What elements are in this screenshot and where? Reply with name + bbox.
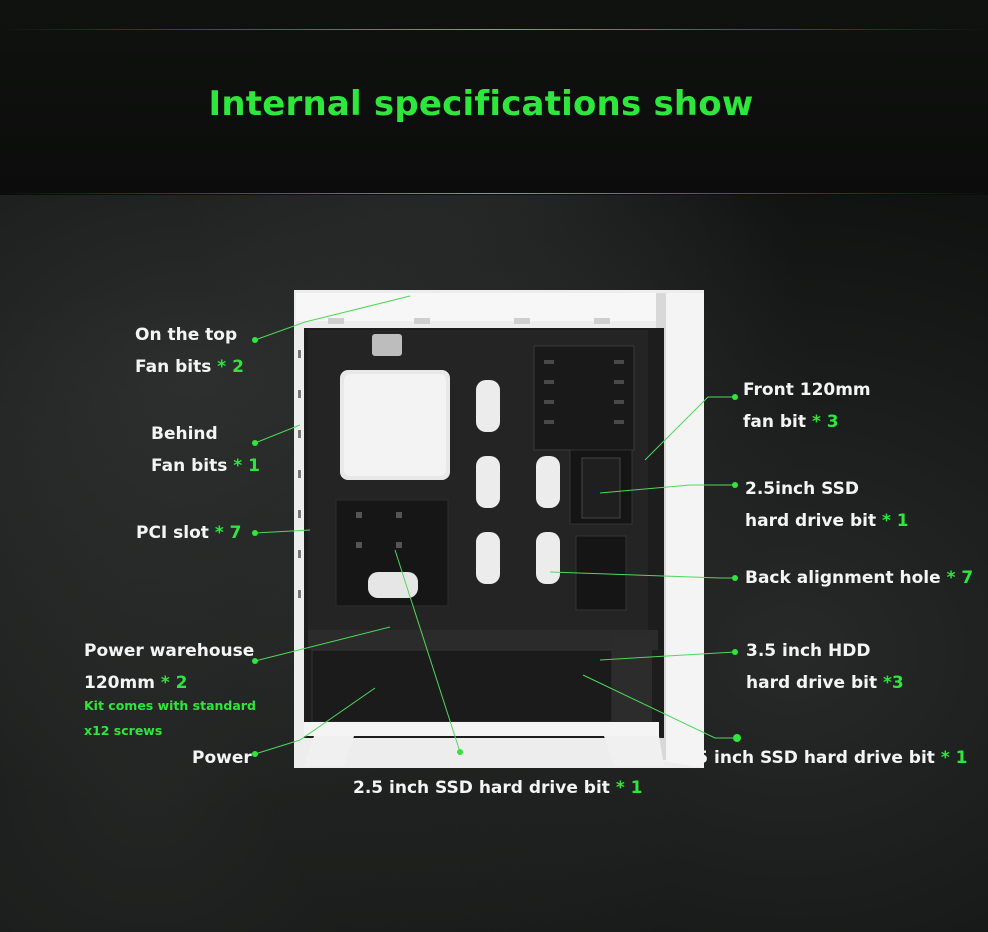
front-fan-label-line1: Front 120mm [743,380,871,400]
top-fan-label-line2: Fan bits * 2 [135,359,244,376]
power-label: Power [192,748,252,768]
hdd-label-line2: hard drive bit *3 [746,675,904,692]
ssd-bottom-text: 2.5 inch SSD hard drive bit [353,778,610,798]
ssd-right-label-line1: 2.5inch SSD [745,479,859,499]
header-band [0,0,988,195]
ssd-right-label-line2: hard drive bit * 1 [745,513,909,530]
psu-chamber-label-line1: Power warehouse [84,641,255,661]
page-title: Internal specifications show [208,84,754,124]
psu-chamber-label-line2: 120mm * 2 [84,675,187,692]
back-holes-label: Back alignment hole * 7 [745,570,973,587]
rear-fan-label-line1: Behind [151,424,218,444]
pci-slot-quantity: * 7 [214,523,242,543]
rear-fan-label-text: Fan bits [151,456,228,476]
header-top-rule [0,29,988,30]
top-fan-label-line1: On the top [135,325,238,345]
ssd-right-label-text: hard drive bit [745,511,877,531]
kit-note-line2: x12 screws [84,723,163,738]
back-holes-text: Back alignment hole [745,568,941,588]
ssd-right-quantity: * 1 [882,511,909,531]
ssd-corner-quantity: * 1 [940,748,968,768]
top-fan-label-text: Fan bits [135,357,212,377]
psu-chamber-quantity: * 2 [160,673,188,693]
back-holes-quantity: * 7 [946,568,974,588]
psu-chamber-label-text: 120mm [84,673,155,693]
pci-slot-label: PCI slot * 7 [136,525,242,542]
top-fan-quantity: * 2 [217,357,244,377]
front-fan-label-line2: fan bit * 3 [743,414,839,431]
ssd-bottom-quantity: * 1 [615,778,643,798]
front-fan-quantity: * 3 [811,412,839,432]
ssd-corner-text: 2.5 inch SSD hard drive bit [678,748,935,768]
front-fan-label-text: fan bit [743,412,807,432]
rear-fan-label-line2: Fan bits * 1 [151,458,260,475]
hdd-quantity: *3 [883,673,904,693]
hdd-label-line1: 3.5 inch HDD [746,641,871,661]
ssd-corner-label: 2.5 inch SSD hard drive bit * 1 [678,750,967,767]
rear-fan-quantity: * 1 [233,456,260,476]
kit-note-line1: Kit comes with standard [84,698,256,713]
header-bottom-rule [0,193,988,194]
hdd-label-text: hard drive bit [746,673,878,693]
pci-slot-text: PCI slot [136,523,209,543]
pc-case-image [294,290,704,768]
ssd-bottom-label: 2.5 inch SSD hard drive bit * 1 [353,780,642,797]
